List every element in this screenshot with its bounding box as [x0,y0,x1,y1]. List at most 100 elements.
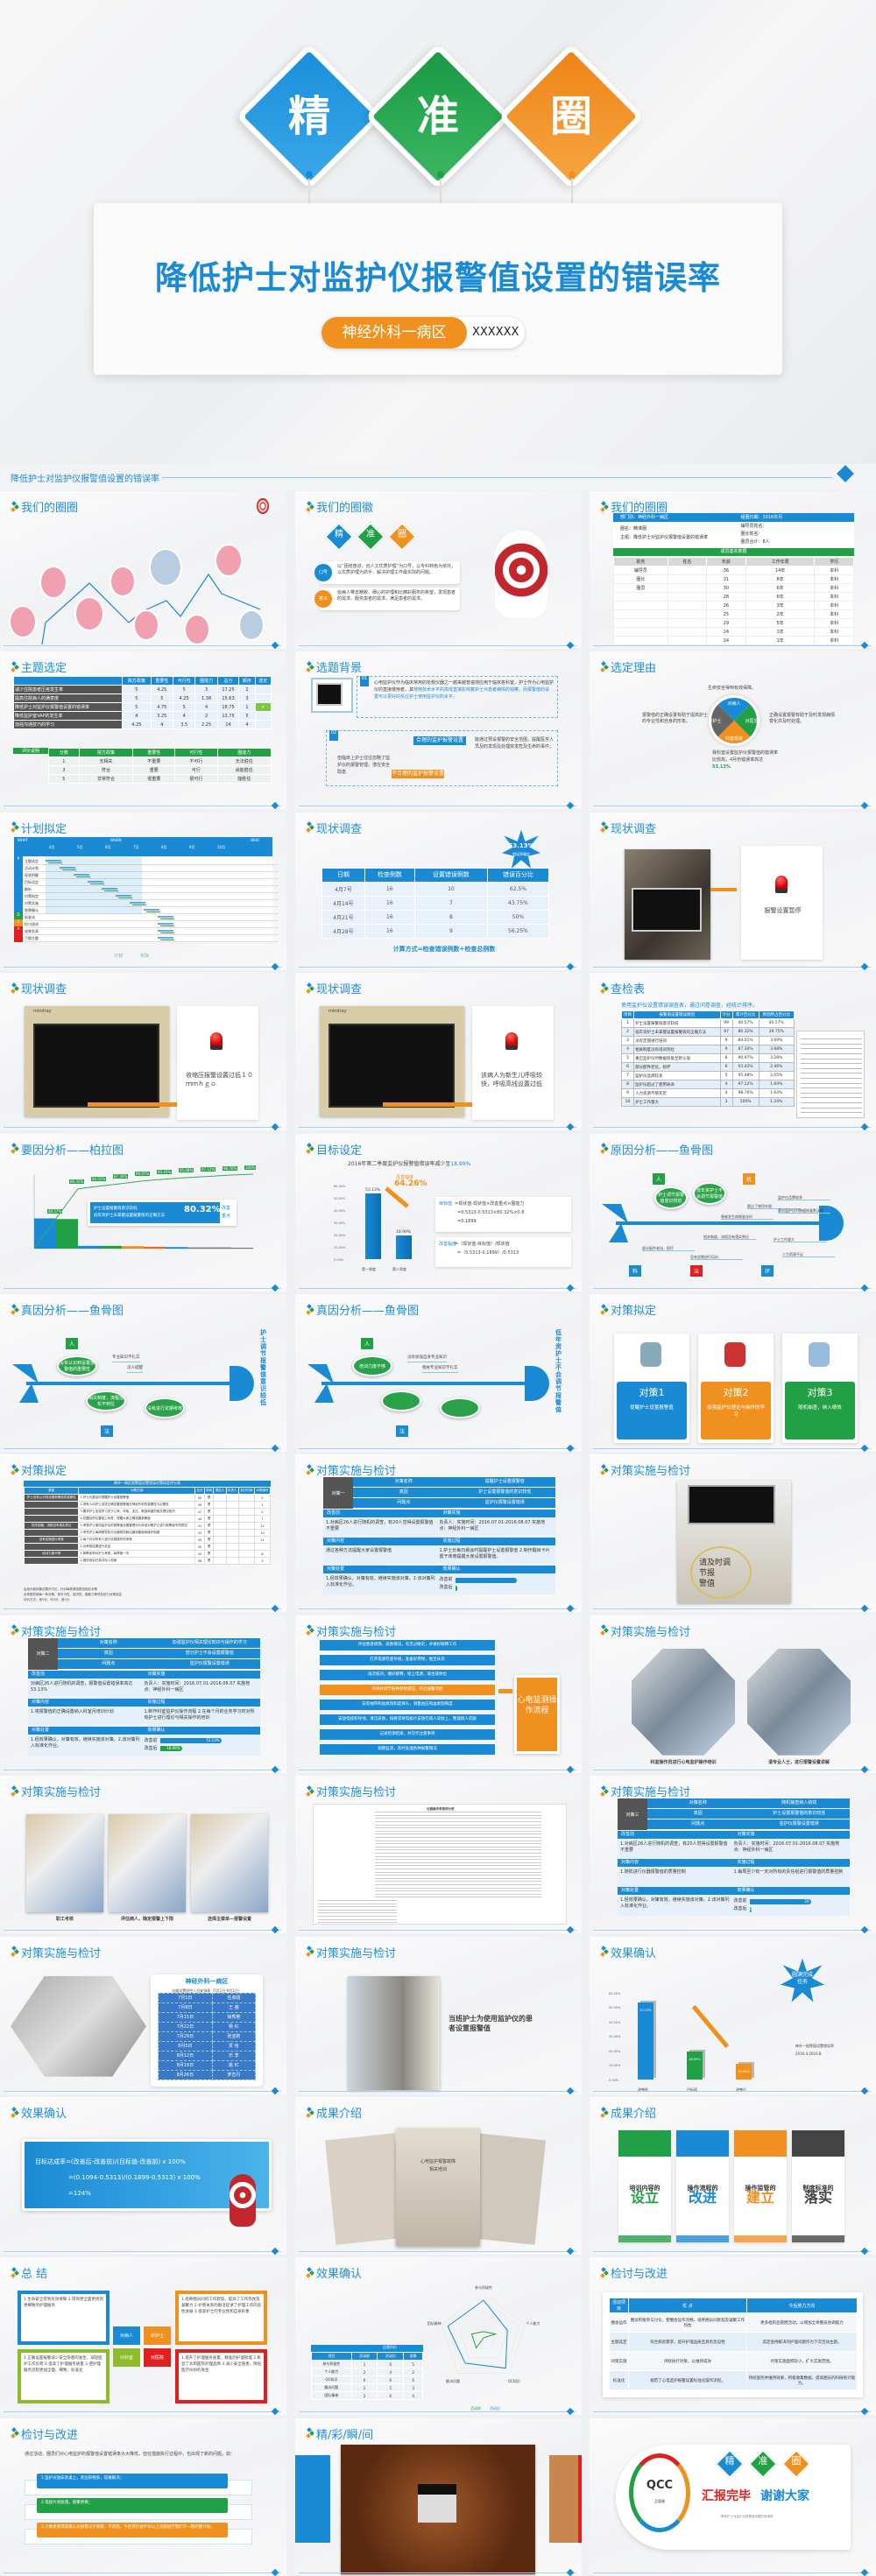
summary-text: 1.培养圈员间的工作默契，提高了工作热忱及凝聚力 2.护患关系的融洽促进了护理工… [181,2298,262,2315]
table-cell: 相关制度没有培训到位 [633,1045,721,1055]
table-cell: 重启监护仪时数据恢复至默认值 [633,1053,721,1064]
table-cell: 不重要 [132,757,176,767]
slide-thumbnail[interactable]: 我们的圈圈部门别：神经外科一病区组圈日期：2016年月圈名：精准圈主题：降低护士… [590,491,876,649]
qcc-logo-icon [11,661,19,672]
callout-text: 低年资护士未掌握设置报警值的正确方法 [94,1213,165,1218]
countermeasure-label: 对策二 [28,1637,58,1670]
table-cell: 14年 [745,566,816,575]
table-cell: 5 [253,1494,272,1503]
table-cell: 3 [238,693,256,704]
table-row: 8月19日姚 红 [158,2059,257,2071]
table-cell: 2.25 [194,720,218,730]
table-cell [237,1501,255,1510]
table-cell: 问题点 [397,1500,411,1506]
table-cell [23,1508,80,1517]
table-cell: 本科 [814,601,854,610]
slide-thumbnail[interactable]: 对策实施与检讨科室操作员进行心电监护操作培训请专业人士，进行报警设置讲解 [590,1615,876,1773]
table-cell: 62.5% [486,881,550,897]
table-cell: 14 [216,720,240,730]
phase-label: D [14,911,23,919]
actual-bar [62,869,76,870]
slide-title: 目标设定 [306,1141,362,1158]
slide-thumbnail[interactable]: 对策拟定神外一病区报警值设置错误对策拟定评分表要因对策方案总分采纳提议人负责人执… [0,1454,286,1613]
slide-thumbnail[interactable]: 对策实施与检讨评估患者病情、皮肤情况，有无过敏史，并做好解释工作打开电源检查导线… [295,1615,582,1773]
table-cell: 84.01% [731,1036,759,1046]
y-tick: 50.00% [609,2006,621,2010]
bone-category: 人 [66,1338,79,1349]
slide-thumbnail[interactable]: 查检表使用监护仪设置错误调查表，通过问卷调查，经统计排序。项目报警值设置错误原因… [590,973,876,1131]
slide-thumbnail[interactable]: 真因分析——鱼骨图人法没有认识到设置报警值的重要性相关制度，流程落实不到位没有进… [0,1294,286,1452]
table-cell: 9 [620,1088,635,1099]
table-row: 对策实施持续执行对策，以维持成效对策实施面积较小，扩大实施范围。 [608,2351,858,2372]
slide-thumbnail[interactable]: 成果介绍心电监护报警故障相关培训 [295,2097,582,2255]
legend-item: 活动前 [470,2406,481,2411]
month-label: 6月 [105,844,111,849]
table-row: 圈会运作圈员积极参与讨论，使圈会运作流畅，培养圈员间默契及凝聚工作热忱更多组织品… [608,2312,858,2333]
gantt-row: 检讨改进 [25,921,279,928]
assessment-document [313,1804,567,1925]
table-cell [23,1515,80,1524]
slide-thumbnail[interactable]: 对策实施与检讨对策一对策名称提醒护士设置报警值真因护士设置报警值的意识较低问题点… [295,1454,582,1613]
table-cell: 加强沟通技巧的学习 [12,720,124,730]
table-cell: 8 [719,1053,733,1064]
slide-thumbnail[interactable]: 检讨与改进活动项目优 点今后努力方向圈会运作圈员积极参与讨论，使圈会运作流畅，培… [590,2257,876,2416]
table-cell [225,1494,239,1503]
slide-footer-line [4,966,281,968]
qcc-logo-icon [600,821,609,834]
table-cell: 16 [364,895,415,911]
slide-thumbnail[interactable]: 对策实施与检讨仪器操作考核评分表 [295,1776,582,1934]
column-header: 对策编号 [253,1487,272,1496]
table-cell: 对策实施面积较小，扩大实施范围。 [745,2351,858,2372]
slide-thumbnail[interactable]: 现状调查报警设置暂停 [590,812,876,970]
bar-label: 改善后 [733,1906,747,1912]
slide-thumbnail[interactable]: 真因分析——鱼骨图人法培训力度不够没有加强自身专业知识相关专业知识不扎实低年资护… [295,1294,582,1452]
slide-thumbnail[interactable]: 对策实施与检讨神经外科一病区仪器设置质控人员安排表（7月1日-9月1日）7月1日… [0,1936,286,2094]
slide-thumbnail[interactable]: 原因分析——鱼骨图人机料法环护士调节报警值意识较低低年资护士不会调节报警值监护仪… [590,1133,876,1292]
nurse-photo [348,1975,440,2090]
slide-thumbnail[interactable]: 对策实施与检讨职工考核评估病人，确定报警上下限选择主菜单—报警设置 [0,1776,286,1934]
slide-thumbnail[interactable]: 对策实施与检讨对策二对策名称加强监护仪相关理论知识与操作的学习真因部分护士不会设… [0,1615,286,1773]
column-header: 可行性 [174,748,218,758]
fish-tail [601,1222,629,1242]
slide-thumbnail[interactable]: 检讨与改进通过活动，圈员们对心电监护的报警值设置错误率大大降低，但在措施执行过程… [0,2418,286,2576]
slide-thumbnail[interactable]: 选定理由对病人对医生科室现状对护士生命安全得到有效保障。正确设置报警有助于及时发… [590,651,876,810]
slide-thumbnail[interactable]: 精/彩/瞬/间 [295,2418,582,2576]
actual-bar [118,897,132,898]
schedule-subtitle: 仪器设置质控人员安排表（7月1日-9月1日） [172,1988,242,1993]
slide-thumbnail[interactable]: 我们的圈圈 [0,491,286,649]
slide-footer-line [299,645,576,646]
flow-step: 开机并调节各种参数旋钮，开启报警功能 [320,1684,495,1695]
slide-thumbnail[interactable]: 对策实施与检讨对策三对策名称随机抽查纳入绩效真因护士设置报警值的意识较低问题点监… [590,1776,876,1934]
slide-thumbnail[interactable]: 效果确认目标达成率=(改善后-改善前)/(目标值-改善前) x 100%=(0.… [0,2097,286,2255]
slide-title-text: 检讨与改进 [21,2428,79,2442]
table-cell: 43 [194,1529,205,1538]
slide-thumbnail[interactable]: 对策实施与检讨当班护士为使用监护仪的患者设置报警值 [295,1936,582,2094]
table-cell: 很可行 [174,774,218,785]
member-avatar [39,566,67,599]
bar-label: 改善前 [733,1898,747,1904]
member-avatar [238,609,265,641]
slide-thumbnail[interactable]: 成果介绍培训内容的设立操作流程的改进操作监管的建立制度标准的落实 [590,2097,876,2255]
slide-thumbnail[interactable]: 我们的圈徽精准圈口号以“团结奋进，创人文优质护理”为口号，以专科特色为依托，以优… [295,491,582,649]
column-header: 院方政策 [122,676,152,686]
table-cell [667,636,708,645]
table-cell: 39.75% [758,1027,795,1038]
table-cell [237,1529,255,1538]
table-cell: 24 [706,627,746,637]
slide-thumbnail[interactable]: 对策实施与检讨请及时调节报警值 [590,1454,876,1613]
